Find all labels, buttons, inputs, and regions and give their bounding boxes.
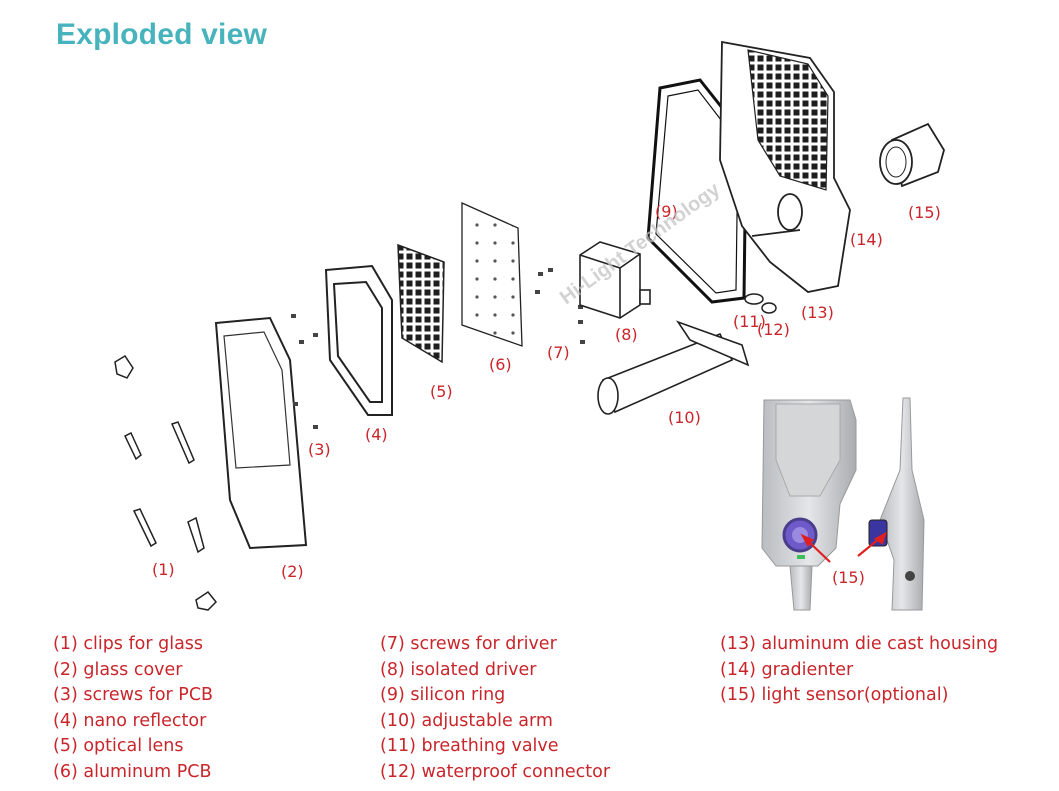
legend-item: (2) glass cover	[53, 659, 183, 680]
callout-13: (13)	[801, 303, 834, 322]
light-sensor-part	[879, 122, 945, 188]
aluminum-die-cast-housing-part	[719, 40, 851, 293]
nano-reflector-part	[324, 264, 393, 416]
sensor-photo-front	[761, 399, 857, 611]
legend-item: (9) silicon ring	[380, 685, 506, 706]
callout-4: (4)	[365, 425, 388, 444]
screws-for-pcb-part	[291, 314, 318, 429]
legend-item: (5) optical lens	[53, 736, 184, 757]
legend-item: (13) aluminum die cast housing	[720, 634, 999, 654]
isolated-driver-part	[579, 241, 651, 319]
legend-item: (1) clips for glass	[53, 634, 204, 654]
callout-10: (10)	[668, 408, 701, 427]
callout-12: (12)	[757, 320, 790, 339]
callout-14: (14)	[850, 230, 883, 249]
legend-column-3: (13) aluminum die cast housing (14) grad…	[720, 632, 998, 709]
legend-item: (12) waterproof connector	[380, 761, 611, 782]
page-title: Exploded view	[56, 18, 267, 51]
legend-item: (10) adjustable arm	[380, 710, 553, 731]
callout-2: (2)	[281, 562, 304, 581]
callout-7: (7)	[547, 343, 570, 362]
callout-11: (11)	[733, 312, 766, 331]
legend-item: (11) breathing valve	[380, 736, 559, 757]
legend-item: (6) aluminum PCB	[53, 761, 212, 782]
legend-item: (14) gradienter	[720, 659, 854, 680]
legend-item: (8) isolated driver	[380, 659, 537, 680]
legend-item: (7) screws for driver	[380, 634, 557, 654]
sensor-photo-side	[868, 397, 925, 611]
callout-8: (8)	[615, 325, 638, 344]
callout-15: (15)	[908, 203, 941, 222]
sensor-arrows	[800, 531, 887, 563]
aluminum-pcb-part	[461, 201, 523, 347]
glass-cover-part	[214, 316, 308, 550]
breathing-valve-part	[744, 293, 764, 305]
callout-3: (3)	[308, 440, 331, 459]
screws-for-driver-part	[535, 268, 585, 344]
legend-column-2: (7) screws for driver (8) isolated drive…	[380, 632, 610, 786]
adjustable-arm-part	[597, 320, 750, 415]
legend-item: (4) nano reflector	[53, 710, 207, 731]
legend-column-1: (1) clips for glass (2) glass cover (3) …	[53, 632, 213, 786]
callout-9: (9)	[655, 202, 678, 221]
callout-15-photo: (15)	[832, 568, 865, 587]
callout-1: (1)	[152, 560, 175, 579]
legend-item: (15) light sensor(optional)	[720, 685, 949, 706]
callout-6: (6)	[489, 355, 512, 374]
waterproof-connector-part	[761, 302, 777, 314]
clips-for-glass-part	[114, 354, 218, 611]
callout-5: (5)	[430, 382, 453, 401]
legend-item: (3) screws for PCB	[53, 685, 214, 706]
silicon-ring-part	[646, 78, 748, 304]
optical-lens-part	[397, 243, 445, 364]
